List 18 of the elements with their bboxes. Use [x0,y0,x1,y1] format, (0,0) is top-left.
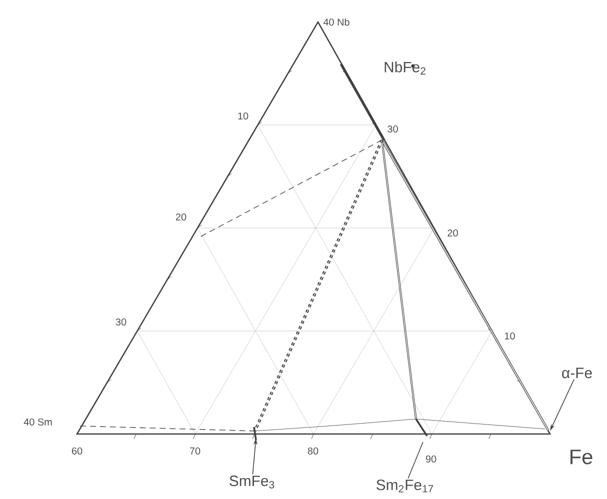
phase-label: SmFe$_{3}$ [230,476,274,488]
tick-label: 60 [72,447,82,455]
leader-line [408,442,424,479]
tick-label: 90 [426,455,436,463]
tick-label: 70 [190,447,200,455]
tick-label: 80 [308,447,318,455]
axis-label: 40 Sm [24,418,52,426]
axis-label: 40 Nb [323,18,350,26]
tick-label: 30 [388,125,398,133]
tick-label: 10 [504,332,515,340]
phase-label: α-Fe [562,368,592,378]
tick-label: 30 [116,318,126,326]
axis-label: Fe [570,450,592,464]
phase-label: NbFe$_{2}$ [384,61,426,75]
tick-label: 10 [238,112,248,120]
tick-label: 20 [176,213,186,221]
phase-label: Sm$_{2}$Fe$_{17}$ [376,480,434,492]
tick-label: 20 [448,229,458,237]
